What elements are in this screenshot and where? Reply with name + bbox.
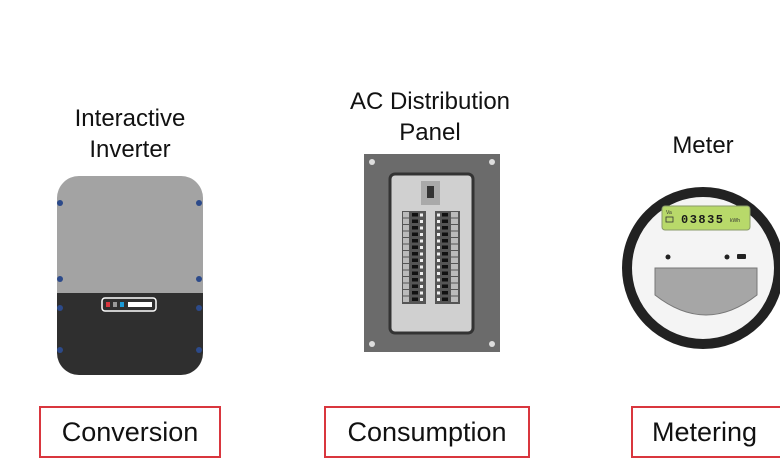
- breaker: [437, 252, 440, 256]
- breaker: [403, 257, 409, 263]
- panel-title-line-1: AC Distribution: [349, 88, 511, 115]
- breaker: [403, 218, 409, 224]
- inverter-title: Interactive Inverter: [30, 103, 230, 165]
- distribution-panel-icon: [364, 154, 500, 352]
- consumption-label: Consumption: [324, 406, 530, 458]
- meter-reading: 03835: [681, 213, 725, 227]
- inverter-title-line-2: Inverter: [89, 136, 171, 163]
- breaker: [437, 272, 440, 275]
- breaker: [403, 283, 409, 289]
- meter-icon: Va 03835 kWh: [622, 187, 780, 349]
- breaker: [437, 246, 440, 249]
- breaker: [403, 231, 409, 237]
- breaker: [403, 225, 409, 231]
- breaker: [437, 278, 440, 282]
- meter-lcd-label: Va: [666, 210, 672, 216]
- breaker: [403, 290, 409, 296]
- breaker: [403, 264, 409, 270]
- meter-unit: kWh: [730, 218, 740, 224]
- breaker: [403, 277, 409, 283]
- metering-label: Metering: [631, 406, 780, 458]
- meter-title: Meter: [633, 130, 773, 161]
- panel-title-line-2: Panel: [399, 119, 461, 146]
- breaker: [403, 212, 409, 218]
- breaker: [403, 270, 409, 276]
- conversion-label: Conversion: [39, 406, 221, 458]
- breaker: [437, 298, 440, 301]
- breaker: [403, 244, 409, 250]
- breaker: [437, 213, 440, 217]
- breaker: [437, 285, 440, 288]
- breaker: [437, 291, 440, 295]
- panel-title: AC Distribution Panel: [310, 86, 550, 148]
- meter-title-line-1: Meter: [672, 132, 734, 159]
- breaker: [437, 220, 440, 223]
- breaker: [437, 239, 440, 243]
- inverter-title-line-1: Interactive: [74, 105, 186, 132]
- breaker: [403, 296, 409, 302]
- breaker: [403, 238, 409, 244]
- breaker: [437, 259, 440, 262]
- breaker: [403, 251, 409, 257]
- breaker: [437, 233, 440, 236]
- breaker: [437, 226, 440, 230]
- inverter-icon: [57, 176, 203, 375]
- breaker: [437, 265, 440, 269]
